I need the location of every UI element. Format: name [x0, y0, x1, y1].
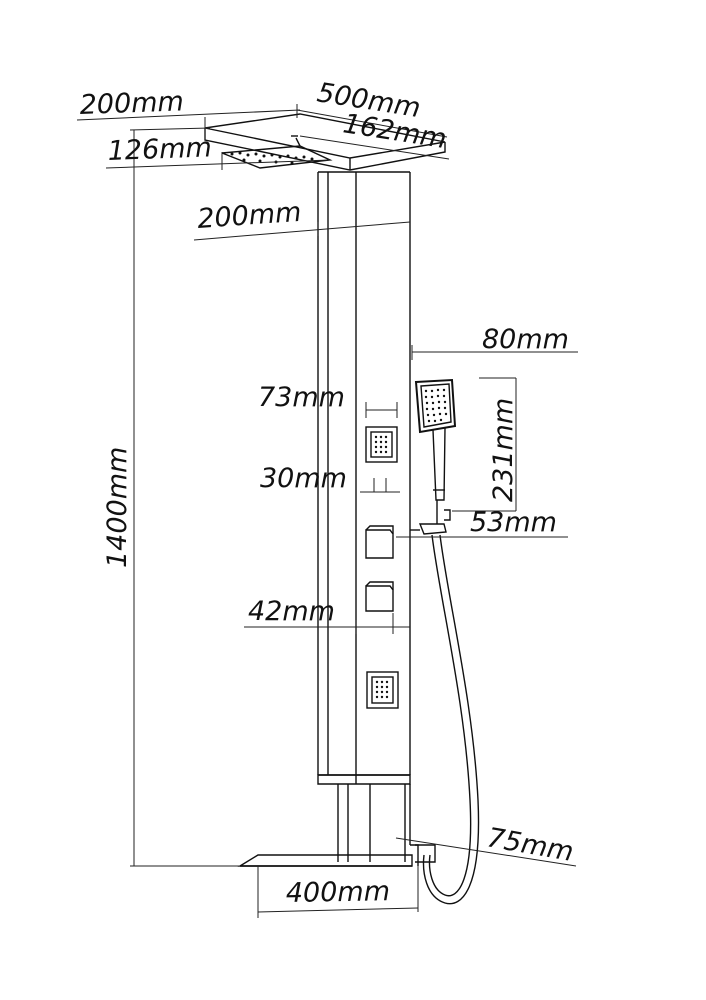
control-knob-lower [365, 581, 394, 612]
dim-panel-width: 200mm [196, 197, 302, 235]
dim-head-offset: 126mm [107, 132, 212, 167]
dim-total-height: 1400mm [102, 447, 133, 568]
body-jet-lower [366, 671, 399, 709]
dim-handset-length: 231mm [488, 398, 519, 502]
body-jet-upper [365, 426, 398, 463]
control-knob-upper [365, 525, 394, 559]
base-plate [237, 844, 419, 867]
dim-bottom-depth: 75mm [485, 822, 576, 868]
dim-handset-offset: 80mm [482, 324, 569, 355]
dim-head-width: 162mm [341, 108, 449, 155]
dim-holder-width: 53mm [470, 507, 557, 538]
shower-hose [415, 534, 480, 905]
dim-top-overhang: 200mm [79, 86, 184, 121]
shower-panel-column [317, 171, 411, 862]
head-nozzles [230, 151, 314, 165]
dim-base-width: 400mm [286, 876, 391, 909]
dimension-lines [76, 104, 578, 918]
hand-shower [410, 378, 457, 535]
dim-body-jet-width: 73mm [258, 382, 345, 413]
dim-body-jet-gap: 30mm [260, 463, 347, 494]
dim-valve-offset: 42mm [248, 596, 335, 627]
